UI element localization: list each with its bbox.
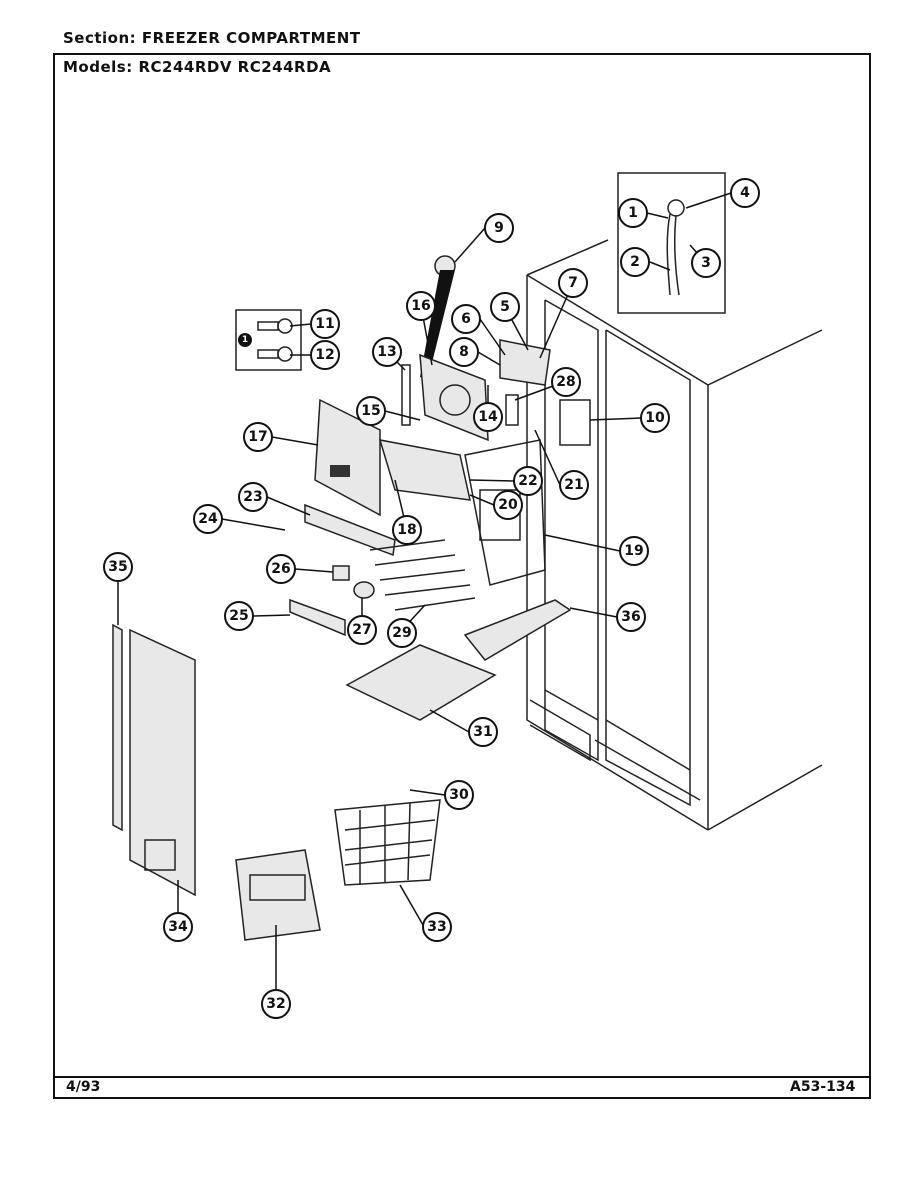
legend-marker: 1 — [242, 335, 248, 345]
svg-text:35: 35 — [108, 559, 127, 575]
svg-text:1: 1 — [628, 205, 638, 221]
svg-text:15: 15 — [361, 403, 380, 419]
callout-15: 15 — [356, 396, 386, 426]
svg-text:16: 16 — [411, 298, 430, 314]
callout-8: 8 — [449, 337, 479, 367]
svg-text:21: 21 — [564, 477, 583, 493]
section-title: Section: FREEZER COMPARTMENT — [63, 29, 361, 47]
section-label: Section: — [63, 29, 137, 47]
diagram-frame — [53, 53, 871, 1099]
callout-4: 4 — [730, 178, 760, 208]
callout-14: 14 — [473, 402, 503, 432]
callout-28: 28 — [551, 367, 581, 397]
svg-text:2: 2 — [630, 254, 640, 270]
svg-text:26: 26 — [271, 561, 290, 577]
svg-text:5: 5 — [500, 299, 510, 315]
svg-text:34: 34 — [168, 919, 188, 935]
svg-text:11: 11 — [315, 316, 334, 332]
callout-25: 25 — [224, 601, 254, 631]
svg-text:23: 23 — [243, 489, 262, 505]
callout-22: 22 — [513, 466, 543, 496]
callout-36: 36 — [616, 602, 646, 632]
svg-text:31: 31 — [473, 724, 492, 740]
part-shapes — [112, 255, 591, 941]
svg-text:14: 14 — [478, 409, 498, 425]
callouts: 1 2 3 4 5 6 7 8 9 10 11 12 13 14 15 16 1… — [103, 178, 760, 1019]
callout-32: 32 — [261, 989, 291, 1019]
callout-9: 9 — [484, 213, 514, 243]
svg-text:12: 12 — [315, 347, 334, 363]
callout-23: 23 — [238, 482, 268, 512]
callout-7: 7 — [558, 268, 588, 298]
callout-24: 24 — [193, 504, 223, 534]
callout-6: 6 — [451, 304, 481, 334]
svg-text:18: 18 — [397, 522, 416, 538]
svg-text:22: 22 — [518, 473, 537, 489]
svg-text:8: 8 — [459, 344, 469, 360]
leader-lines — [117, 192, 732, 990]
svg-text:28: 28 — [556, 374, 575, 390]
callout-16: 16 — [406, 291, 436, 321]
svg-text:20: 20 — [498, 497, 518, 513]
svg-text:36: 36 — [621, 609, 640, 625]
callout-29: 29 — [387, 618, 417, 648]
svg-text:24: 24 — [198, 511, 218, 527]
svg-text:19: 19 — [624, 543, 643, 559]
callout-13: 13 — [372, 337, 402, 367]
callout-31: 31 — [468, 717, 498, 747]
footer-date: 4/93 — [66, 1079, 101, 1095]
models-title: Models: RC244RDV RC244RDA — [63, 58, 331, 76]
footer-code: A53-134 — [790, 1079, 856, 1095]
svg-text:6: 6 — [461, 311, 471, 327]
callout-18: 18 — [392, 515, 422, 545]
models-value: RC244RDV RC244RDA — [138, 58, 332, 76]
cabinet-outline — [526, 239, 823, 831]
callout-5: 5 — [490, 292, 520, 322]
callout-1: 1 — [618, 198, 648, 228]
callout-11: 11 — [310, 309, 340, 339]
svg-text:25: 25 — [229, 608, 248, 624]
callout-12: 12 — [310, 340, 340, 370]
svg-text:32: 32 — [266, 996, 285, 1012]
callout-10: 10 — [640, 403, 670, 433]
callout-35: 35 — [103, 552, 133, 582]
water-line-inset — [617, 172, 726, 314]
svg-text:9: 9 — [494, 220, 504, 236]
callout-21: 21 — [559, 470, 589, 500]
callout-20: 20 — [493, 490, 523, 520]
key-legend-box: 1 — [235, 309, 302, 371]
svg-text:27: 27 — [352, 622, 371, 638]
footer-divider — [53, 1076, 871, 1078]
svg-text:10: 10 — [645, 410, 665, 426]
callout-2: 2 — [620, 247, 650, 277]
callout-19: 19 — [619, 536, 649, 566]
callout-34: 34 — [163, 912, 193, 942]
svg-text:30: 30 — [449, 787, 469, 803]
svg-text:7: 7 — [568, 275, 578, 291]
svg-text:29: 29 — [392, 625, 411, 641]
svg-text:3: 3 — [701, 255, 711, 271]
callout-17: 17 — [243, 422, 273, 452]
svg-text:33: 33 — [427, 919, 446, 935]
callout-30: 30 — [444, 780, 474, 810]
svg-text:13: 13 — [377, 344, 396, 360]
callout-33: 33 — [422, 912, 452, 942]
callout-26: 26 — [266, 554, 296, 584]
callout-27: 27 — [347, 615, 377, 645]
section-value: FREEZER COMPARTMENT — [141, 29, 361, 47]
svg-text:4: 4 — [740, 185, 750, 201]
models-label: Models: — [63, 58, 133, 76]
svg-text:17: 17 — [248, 429, 267, 445]
callout-3: 3 — [691, 248, 721, 278]
